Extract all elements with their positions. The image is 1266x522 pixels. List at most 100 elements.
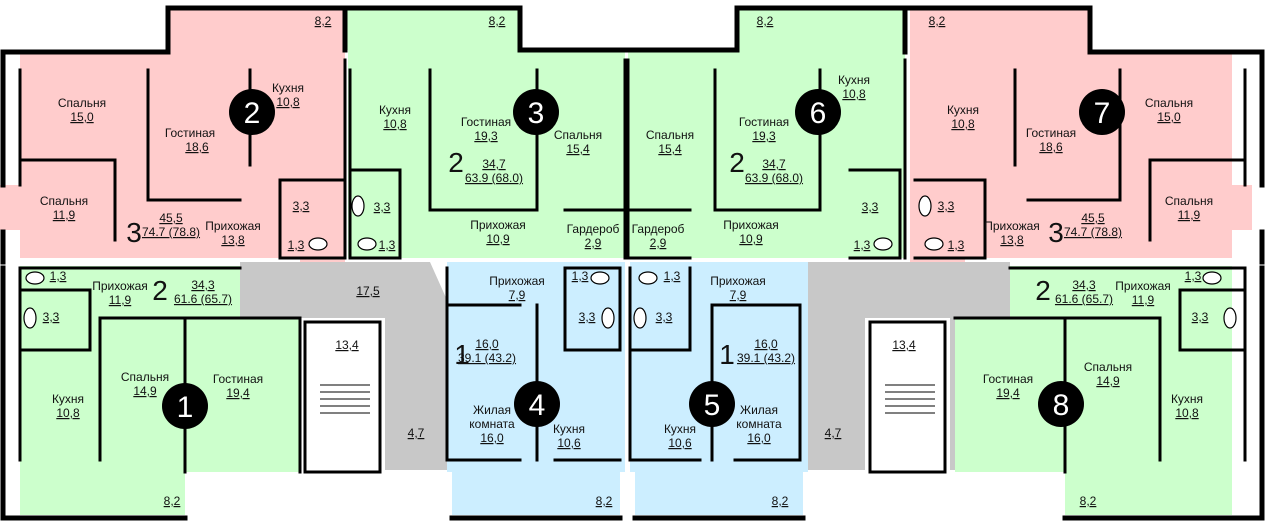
apartment-rooms-count: 2 [448, 147, 464, 178]
stair-left-box [300, 318, 385, 478]
apartment-1-labels: Прихожая 11,9 Спальня 14,9 Гостиная 19,4… [43, 269, 264, 508]
apartment-rooms-count: 3 [1048, 217, 1064, 248]
toilet-icon [1223, 307, 1237, 329]
room-name: Прихожая [205, 219, 261, 233]
wc-area: 1,3 [50, 269, 67, 283]
room-area: 16,0 [480, 431, 504, 445]
room-area: 16,0 [747, 431, 771, 445]
room-area: 18,6 [185, 140, 209, 154]
room-name: Гостиная [461, 115, 511, 129]
room-name: Прихожая [92, 279, 148, 293]
apartment-8-area[interactable] [955, 266, 1232, 515]
apartment-living-area: 34,7 [762, 157, 786, 171]
toilet-icon [357, 237, 377, 251]
apartment-number-badge[interactable] [162, 383, 208, 429]
apartment-number-badge[interactable] [689, 381, 735, 427]
stair-left-area: 13,4 [335, 338, 359, 352]
fill-layer [0, 8, 1252, 515]
room-name: Спальня [554, 128, 602, 142]
wc-area: 1,3 [288, 238, 305, 252]
badge-number: 2 [244, 97, 261, 130]
apartment-living-area: 16,0 [754, 337, 778, 351]
wc-area: 1,3 [1185, 269, 1202, 283]
bath-area: 3,3 [579, 310, 596, 324]
room-name: Кухня [1171, 392, 1203, 406]
apartment-living-area: 45,5 [159, 211, 183, 225]
apartment-7-wing [1230, 185, 1252, 230]
room-name: комната [736, 417, 782, 431]
room-area: 11,9 [109, 293, 132, 307]
toilet-icon [638, 271, 658, 285]
room-name: Гардероб [632, 222, 685, 236]
apartment-living-area: 16,0 [475, 337, 499, 351]
room-name: Прихожая [1115, 279, 1171, 293]
apartment-rooms-count: 2 [1035, 275, 1051, 306]
wc-area: 1,3 [379, 238, 396, 252]
balcony-area: 8,2 [772, 494, 789, 508]
room-area: 10,9 [486, 232, 510, 246]
room-area: 10,8 [383, 117, 407, 131]
badge-number: 6 [810, 97, 827, 130]
room-area: 2,9 [585, 236, 602, 250]
toilet-icon [590, 271, 610, 285]
apartment-total-area: 61.6 (65.7) [174, 292, 232, 306]
apartment-total-area: 61.6 (65.7) [1055, 292, 1113, 306]
balcony-area: 8,2 [929, 14, 946, 28]
toilet-icon [308, 237, 328, 251]
toilet-icon [1202, 271, 1222, 285]
balcony-area: 8,2 [1080, 494, 1097, 508]
apartment-rooms-count: 2 [729, 147, 745, 178]
balcony-area: 8,2 [757, 14, 774, 28]
balcony-area: 8,2 [489, 14, 506, 28]
apartment-total-area: 74.7 (78.8) [142, 225, 200, 239]
apartment-badges: 2 3 6 7 1 4 5 8 [162, 89, 1125, 429]
toilet-icon [601, 307, 615, 329]
room-name: Кухня [947, 103, 979, 117]
apartment-number-badge[interactable] [1038, 381, 1084, 427]
apartment-total-area: 39.1 (43.2) [737, 351, 795, 365]
fixtures [23, 195, 1237, 329]
apartment-5-labels: Прихожая 7,9 Жилая комната 16,0 Кухня 10… [656, 269, 795, 508]
room-name: Спальня [1145, 96, 1193, 110]
room-name: Кухня [664, 422, 696, 436]
room-name: Прихожая [984, 219, 1040, 233]
stair-left-wall [303, 320, 382, 474]
room-name: Спальня [1165, 194, 1213, 208]
room-name: Спальня [58, 96, 106, 110]
apartment-number-badge[interactable] [514, 381, 560, 427]
toilet-icon [633, 307, 647, 329]
wc-area: 1,3 [664, 269, 681, 283]
room-name: Спальня [40, 194, 88, 208]
outer-wall-bottom [0, 265, 1265, 521]
apartment-number-badge[interactable] [513, 89, 559, 135]
apartment-total-area: 63.9 (68.0) [465, 171, 523, 185]
room-name: Жилая [473, 403, 511, 417]
room-area: 10,8 [842, 87, 866, 101]
apartment-2-area[interactable] [20, 8, 345, 262]
apartment-rooms-count: 1 [454, 339, 470, 370]
apartment-number-badge[interactable] [229, 89, 275, 135]
room-name: Прихожая [723, 218, 779, 232]
balcony-area: 8,2 [596, 494, 613, 508]
bath-area: 3,3 [293, 199, 310, 213]
apartment-number-badge[interactable] [795, 89, 841, 135]
apartment-8-labels: Прихожая 11,9 Спальня 14,9 Гостиная 19,4… [983, 269, 1209, 508]
bath-area: 3,3 [43, 310, 60, 324]
apartment-3-area[interactable] [345, 8, 625, 258]
room-name: Кухня [553, 422, 585, 436]
apartment-6-area[interactable] [628, 8, 905, 258]
apartment-rooms-count: 1 [719, 339, 735, 370]
room-area: 19,4 [996, 386, 1020, 400]
room-name: Кухня [379, 103, 411, 117]
room-area: 10,8 [1175, 406, 1199, 420]
vestibule-right-area: 4,7 [825, 426, 842, 440]
vestibule-left-area: 4,7 [408, 426, 425, 440]
apartment-number-badge[interactable] [1079, 89, 1125, 135]
apartment-2-wing [0, 185, 22, 230]
room-area: 7,9 [730, 288, 747, 302]
room-area: 19,4 [226, 386, 250, 400]
apartment-total-area: 74.7 (78.8) [1064, 225, 1122, 239]
apartment-living-area: 34,3 [1072, 278, 1096, 292]
badge-number: 1 [177, 391, 194, 424]
room-area: 10,8 [56, 406, 80, 420]
